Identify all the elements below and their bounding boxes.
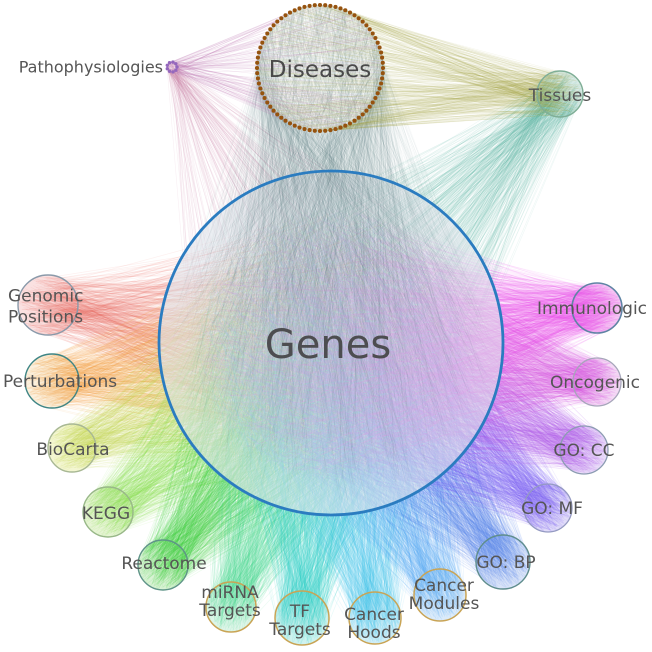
node-tissues[interactable] [536, 70, 584, 118]
edge-bundle-diseases-diseases [256, 4, 384, 132]
node-outlines [17, 2, 623, 646]
node-fill-perturbations [25, 354, 79, 408]
node-cancer_hoods[interactable] [348, 591, 402, 645]
node-fills [18, 71, 622, 645]
node-label-mirna_targets: miRNA [201, 583, 259, 603]
edge-bundle-diseases-genes [172, 4, 492, 502]
node-fill-biocarta [48, 424, 96, 472]
node-perturbations[interactable] [24, 353, 80, 409]
node-oncogenic[interactable] [572, 357, 622, 407]
node-pathophysiologies[interactable] [165, 60, 179, 74]
node-label-genomic_positions: Positions [8, 308, 83, 328]
node-tf_targets[interactable] [274, 590, 330, 646]
node-label-cancer_modules: Modules [409, 594, 480, 614]
node-cancer_modules[interactable] [413, 568, 467, 622]
node-go_cc[interactable] [559, 425, 609, 475]
node-labels: Genes Diseases PathophysiologiesTissuesGen… [3, 57, 647, 643]
node-label-oncogenic: Oncogenic [550, 373, 640, 393]
node-label-diseases: Diseases [269, 57, 371, 83]
node-fill-genomic_positions [18, 275, 78, 335]
node-label-mirna_targets: Targets [198, 601, 261, 621]
node-genomic_positions[interactable] [17, 274, 79, 336]
node-fill-oncogenic [573, 358, 621, 406]
edge-bundle-pathophysiologies-diseases [166, 4, 384, 132]
node-label-pathophysiologies: Pathophysiologies [19, 58, 163, 77]
node-label-biocarta: BioCarta [36, 440, 109, 460]
node-label-genomic_positions: Genomic [8, 287, 83, 307]
node-biocarta[interactable] [47, 423, 97, 473]
node-go_bp[interactable] [475, 534, 531, 590]
node-immunologic[interactable] [571, 282, 623, 334]
node-fill-kegg [83, 487, 133, 537]
node-label-tf_targets: Targets [268, 620, 331, 640]
node-fill-mirna_targets [206, 582, 256, 632]
node-genes[interactable] [157, 169, 505, 517]
node-label-reactome: Reactome [121, 554, 206, 574]
node-fill-cancer_modules [414, 569, 466, 621]
node-mirna_targets[interactable] [205, 581, 257, 633]
edge-bundle-diseases-tissues [256, 4, 582, 132]
node-label-tf_targets: TF [289, 602, 310, 622]
node-fill-tf_targets [275, 591, 329, 645]
node-kegg[interactable] [82, 486, 134, 538]
node-label-perturbations: Perturbations [3, 372, 117, 392]
genes-overlay-circle [159, 171, 503, 515]
node-label-tissues: Tissues [528, 86, 592, 106]
node-fill-go_mf [524, 484, 572, 532]
node-label-cancer_hoods: Hoods [347, 623, 400, 643]
node-label-genes: Genes [265, 322, 391, 368]
edge-bundles-over [166, 4, 582, 502]
node-diseases[interactable] [254, 2, 386, 134]
genes-interior-overlay [159, 171, 503, 515]
node-fill-immunologic [572, 283, 622, 333]
node-label-go_cc: GO: CC [553, 441, 614, 461]
node-fill-go_cc [560, 426, 608, 474]
node-label-cancer_modules: Cancer [414, 576, 474, 596]
node-label-immunologic: Immunologic [537, 299, 647, 319]
node-label-go_mf: GO: MF [521, 499, 583, 519]
node-reactome[interactable] [137, 539, 189, 591]
node-fill-cancer_hoods [349, 592, 401, 644]
node-label-kegg: KEGG [82, 504, 130, 524]
edge-bundle-diseases-genes [173, 4, 487, 501]
node-label-go_bp: GO: BP [476, 553, 535, 573]
node-label-cancer_hoods: Cancer [344, 605, 404, 625]
node-fill-go_bp [476, 535, 530, 589]
node-fill-tissues [537, 71, 583, 117]
node-go_mf[interactable] [523, 483, 573, 533]
node-fill-reactome [138, 540, 188, 590]
